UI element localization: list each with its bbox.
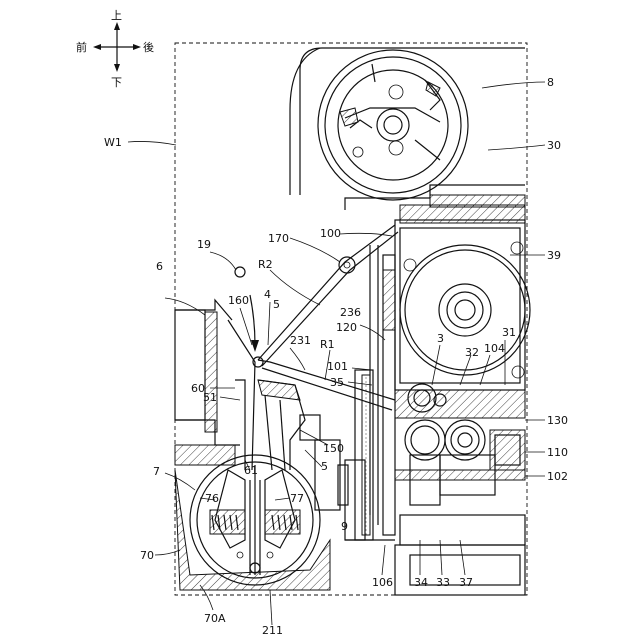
compass-down-label: 下 (111, 76, 122, 89)
label-101: 101 (327, 360, 348, 373)
label-61: 61 (244, 464, 258, 477)
label-4: 4 (264, 288, 271, 301)
right-assembly (395, 205, 530, 595)
label-100: 100 (320, 227, 341, 240)
label-6: 6 (156, 260, 163, 273)
label-19: 19 (197, 238, 211, 251)
label-160: 160 (228, 294, 249, 307)
label-w1: W1 (104, 136, 122, 149)
label-110: 110 (547, 446, 568, 459)
label-130: 130 (547, 414, 568, 427)
label-106: 106 (372, 576, 393, 589)
drum-8 (318, 50, 468, 200)
label-35: 35 (330, 376, 344, 389)
label-r2: R2 (258, 258, 273, 271)
label-3: 3 (437, 332, 444, 345)
label-30: 30 (547, 139, 561, 152)
label-102: 102 (547, 470, 568, 483)
label-236: 236 (340, 306, 361, 319)
label-104: 104 (484, 342, 505, 355)
reference-labels: 8 30 W1 170 100 39 19 R2 6 160 4 5 236 1… (104, 76, 568, 637)
label-32: 32 (465, 346, 479, 359)
label-170: 170 (268, 232, 289, 245)
label-31: 31 (502, 326, 516, 339)
label-231: 231 (290, 334, 311, 347)
label-r1: R1 (320, 338, 335, 351)
direction-compass: 上 前 後 下 (76, 9, 154, 89)
label-37: 37 (459, 576, 473, 589)
label-120: 120 (336, 321, 357, 334)
label-34: 34 (414, 576, 428, 589)
vertical-plates (338, 245, 395, 540)
label-77: 77 (290, 492, 304, 505)
label-5-top: 5 (273, 298, 280, 311)
label-8: 8 (547, 76, 554, 89)
left-housing (175, 300, 240, 465)
label-76: 76 (205, 492, 219, 505)
label-70a: 70A (204, 612, 226, 625)
label-150: 150 (323, 442, 344, 455)
label-33: 33 (436, 576, 450, 589)
label-7: 7 (153, 465, 160, 478)
label-51: 51 (203, 391, 217, 404)
label-9: 9 (341, 520, 348, 533)
compass-front-label: 前 (76, 40, 87, 54)
label-211: 211 (262, 624, 283, 637)
label-5-bottom: 5 (321, 460, 328, 473)
label-39: 39 (547, 249, 561, 262)
label-70: 70 (140, 549, 154, 562)
compass-back-label: 後 (143, 40, 154, 54)
compass-up-label: 上 (111, 9, 122, 22)
